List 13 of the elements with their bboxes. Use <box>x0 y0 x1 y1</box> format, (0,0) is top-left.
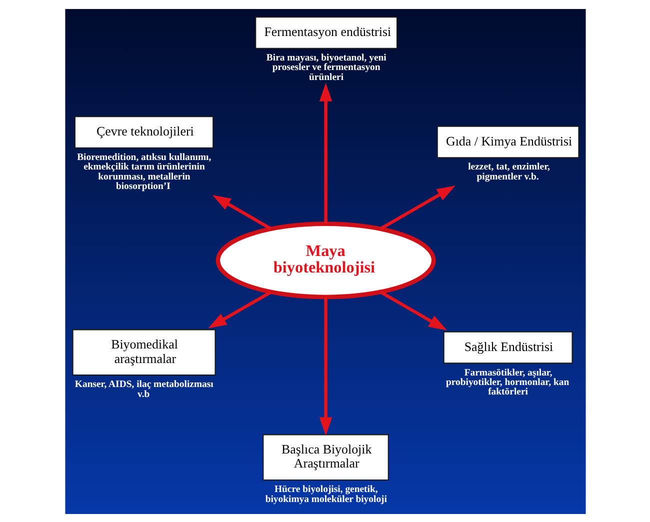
node-label: lezzet, tat, enzimler, pigmentler v.b. <box>468 161 550 182</box>
arrow <box>318 296 332 436</box>
arrow <box>212 194 272 230</box>
arrow <box>379 290 447 330</box>
node-label: Bioremedition, atıksu kullanımı, ekmekçilik tarım ürünlerinin korunması, metallerin biosorption’I <box>76 152 211 192</box>
node-label: Farmasötikler, aşılar, probiyotikler, hormonlar, kan faktörleri <box>445 366 569 398</box>
node-label: Kanser, AIDS, ilaç metabolizması v.b <box>74 378 213 400</box>
node-label: Bira mayası, biyoetanol, yeni prosesler ve fermentasyon ürünleri <box>266 52 386 82</box>
arrow <box>318 82 332 223</box>
node-label: Hücre biyolojisi, genetik, biyokimya moleküler biyoloji <box>264 484 386 504</box>
node-ellipse: Maya biyoteknolojisi <box>215 221 436 299</box>
arrow <box>379 185 455 230</box>
arrow <box>208 290 272 328</box>
